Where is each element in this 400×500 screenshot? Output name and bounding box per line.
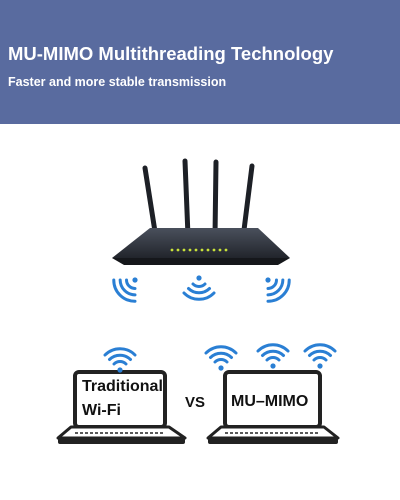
- mu-mimo-label: MU–MIMO: [231, 393, 309, 410]
- wifi-signal-icon: [254, 266, 296, 308]
- banner-title: MU-MIMO Multithreading Technology: [8, 43, 334, 64]
- wifi-label: Wi-Fi: [82, 402, 121, 419]
- traditional-label: Traditional: [82, 378, 163, 395]
- vs-label: VS: [185, 394, 206, 411]
- header-banner: MU-MIMO Multithreading Technology Faster…: [0, 0, 400, 124]
- banner-subtitle: Faster and more stable transmission: [8, 75, 227, 89]
- wifi-signal-icon: [256, 343, 290, 371]
- wifi-signal-icon: [103, 347, 137, 375]
- wifi-signal-icon: [182, 273, 216, 301]
- router-icon: [112, 158, 290, 265]
- wifi-signal-icon: [303, 343, 337, 371]
- wifi-signal-icon: [204, 345, 238, 373]
- laptop-icon: [206, 370, 340, 444]
- laptop-icon: [56, 370, 187, 444]
- wifi-signal-icon: [107, 266, 149, 308]
